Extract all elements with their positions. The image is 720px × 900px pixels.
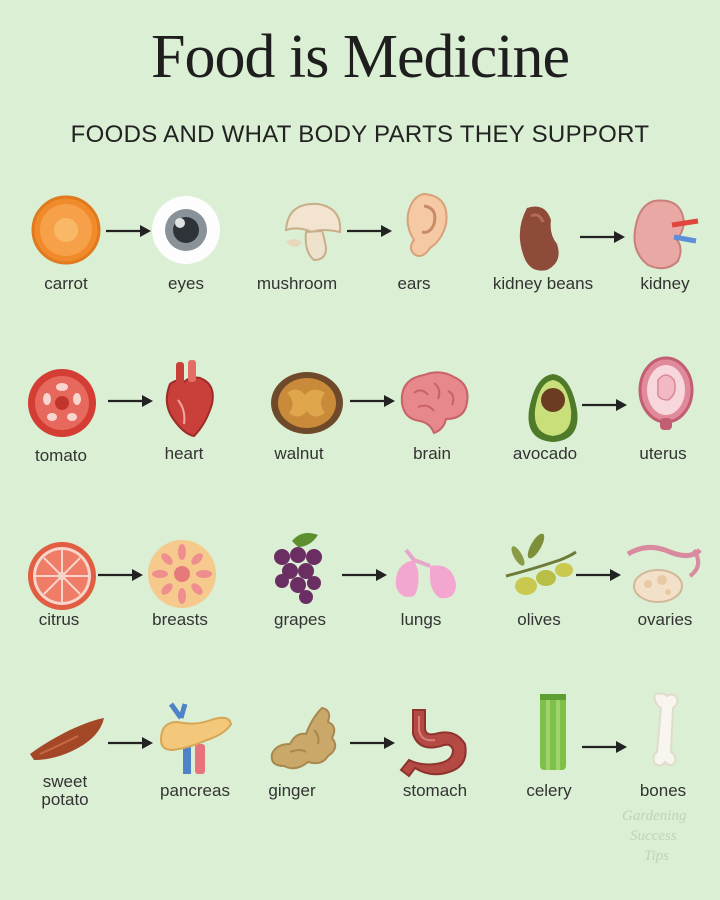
label-brain: brain bbox=[413, 444, 451, 463]
label-pancreas: pancreas bbox=[160, 781, 230, 800]
label-stomach: stomach bbox=[402, 781, 468, 800]
arrow-icon bbox=[106, 736, 154, 750]
label-bones: bones bbox=[639, 781, 687, 800]
mushroom-icon bbox=[272, 190, 352, 270]
arrow-icon bbox=[340, 568, 388, 582]
carrot-icon bbox=[26, 190, 106, 270]
label-breasts: breasts bbox=[152, 610, 208, 629]
walnut-icon bbox=[267, 363, 347, 443]
page-subtitle: FOODS AND WHAT BODY PARTS THEY SUPPORT bbox=[70, 121, 650, 148]
label-heart: heart bbox=[164, 444, 204, 463]
label-tomato: tomato bbox=[35, 446, 87, 465]
olives-icon bbox=[500, 530, 580, 610]
label-kidney-beans: kidney beans bbox=[492, 274, 594, 293]
arrow-icon bbox=[578, 230, 626, 244]
sweet-potato-icon bbox=[26, 702, 106, 782]
label-olives: olives bbox=[517, 610, 561, 629]
lungs-icon bbox=[386, 540, 466, 620]
arrow-icon bbox=[574, 568, 622, 582]
label-ovaries: ovaries bbox=[637, 610, 693, 629]
arrow-icon bbox=[348, 736, 396, 750]
avocado-icon bbox=[513, 370, 593, 450]
label-mushroom: mushroom bbox=[256, 274, 338, 293]
label-citrus: citrus bbox=[38, 610, 80, 629]
label-eyes: eyes bbox=[168, 274, 204, 293]
arrow-icon bbox=[104, 224, 152, 238]
label-carrot: carrot bbox=[44, 274, 88, 293]
breast-icon bbox=[142, 534, 222, 614]
label-lungs: lungs bbox=[400, 610, 442, 629]
eye-icon bbox=[146, 190, 226, 270]
arrow-icon bbox=[106, 394, 154, 408]
label-walnut: walnut bbox=[274, 444, 324, 463]
kidney-icon bbox=[626, 195, 706, 275]
bone-icon bbox=[625, 690, 705, 770]
svg-text:Tips: Tips bbox=[644, 848, 669, 864]
brain-icon bbox=[394, 363, 474, 443]
svg-text:Success: Success bbox=[630, 828, 677, 844]
arrow-icon bbox=[580, 740, 628, 754]
label-ginger: ginger bbox=[268, 781, 316, 800]
ginger-icon bbox=[266, 700, 346, 780]
label-uterus: uterus bbox=[639, 444, 687, 463]
ovaries-icon bbox=[624, 536, 704, 616]
arrow-icon bbox=[96, 568, 144, 582]
uterus-icon bbox=[626, 354, 706, 434]
kidney-bean-icon bbox=[505, 198, 585, 278]
citrus-icon bbox=[22, 536, 102, 616]
label-kidney: kidney bbox=[640, 274, 690, 293]
label-sweet-potato: sweet potato bbox=[41, 772, 89, 809]
celery-icon bbox=[514, 692, 594, 772]
arrow-icon bbox=[580, 398, 628, 412]
page-title: Food is Medicine bbox=[151, 23, 570, 91]
arrow-icon bbox=[348, 394, 396, 408]
grapes-icon bbox=[262, 527, 342, 607]
arrow-icon bbox=[345, 224, 393, 238]
label-grapes: grapes bbox=[274, 610, 326, 629]
tomato-icon bbox=[22, 363, 102, 443]
label-celery: celery bbox=[526, 781, 572, 800]
stomach-icon bbox=[395, 706, 475, 786]
svg-text:Gardening: Gardening bbox=[622, 808, 687, 824]
heart-icon bbox=[150, 358, 230, 438]
label-ears: ears bbox=[397, 274, 431, 293]
label-avocado: avocado bbox=[512, 444, 578, 463]
ear-icon bbox=[384, 188, 464, 268]
pancreas-icon bbox=[155, 700, 235, 780]
